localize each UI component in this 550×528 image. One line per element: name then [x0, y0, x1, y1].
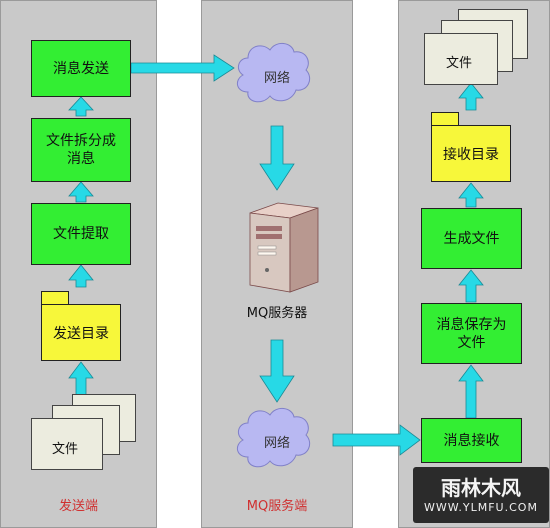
send-file-label: 文件	[52, 442, 79, 457]
send-file-icon	[31, 418, 103, 470]
arrow-senddir-to-extract	[68, 264, 94, 288]
message-save-label-line2: 文件	[457, 334, 486, 351]
arrow-network-to-receive	[332, 424, 421, 456]
message-receive-label: 消息接收	[443, 432, 500, 449]
server-footer: MQ服务端	[246, 499, 308, 514]
watermark-brand: 雨林木风	[441, 476, 521, 500]
file-split-label-line2: 消息	[67, 151, 95, 167]
send-dir-label: 发送目录	[53, 325, 109, 342]
server-icon	[249, 202, 319, 293]
file-extract-box: 文件提取	[31, 203, 131, 265]
message-send-label: 消息发送	[53, 60, 109, 77]
message-save-box: 消息保存为 文件	[421, 303, 522, 364]
arrow-receive-to-save	[458, 364, 484, 419]
arrow-extract-to-split	[68, 181, 94, 203]
message-send-box: 消息发送	[31, 40, 131, 97]
message-receive-box: 消息接收	[421, 418, 522, 463]
arrow-save-to-generate	[458, 269, 484, 303]
network-cloud-top	[236, 43, 311, 103]
arrow-recvdir-to-file	[458, 82, 484, 111]
sender-footer: 发送端	[58, 499, 98, 514]
generate-file-box: 生成文件	[421, 208, 522, 269]
recv-dir-folder-tab	[431, 112, 459, 126]
file-split-label-line1: 文件拆分成	[46, 133, 116, 149]
network-cloud-bottom	[236, 408, 311, 468]
arrow-send-to-network	[130, 54, 235, 82]
arrow-generate-to-recvdir	[458, 182, 484, 208]
send-dir-folder-tab	[41, 291, 69, 305]
recv-dir-folder: 接收目录	[431, 125, 511, 182]
arrow-server-to-network	[259, 339, 295, 403]
message-save-label-line1: 消息保存为	[436, 316, 507, 333]
network-bottom-label: 网络	[263, 436, 290, 451]
generate-file-label: 生成文件	[443, 230, 500, 247]
file-extract-label: 文件提取	[53, 226, 109, 242]
arrow-network-to-server	[259, 125, 295, 191]
recv-file-label: 文件	[446, 56, 473, 71]
watermark-url: WWW.YLMFU.COM	[424, 501, 538, 514]
recv-file-icon	[424, 33, 498, 85]
send-dir-folder: 发送目录	[41, 304, 121, 361]
arrow-file-to-senddir	[68, 361, 94, 396]
mq-server-label: MQ服务器	[246, 306, 308, 321]
watermark: 雨林木风 WWW.YLMFU.COM	[413, 467, 549, 523]
arrow-split-to-send	[68, 96, 94, 117]
recv-dir-label: 接收目录	[443, 146, 499, 163]
network-top-label: 网络	[263, 71, 290, 86]
file-split-box: 文件拆分成 消息	[31, 118, 131, 182]
